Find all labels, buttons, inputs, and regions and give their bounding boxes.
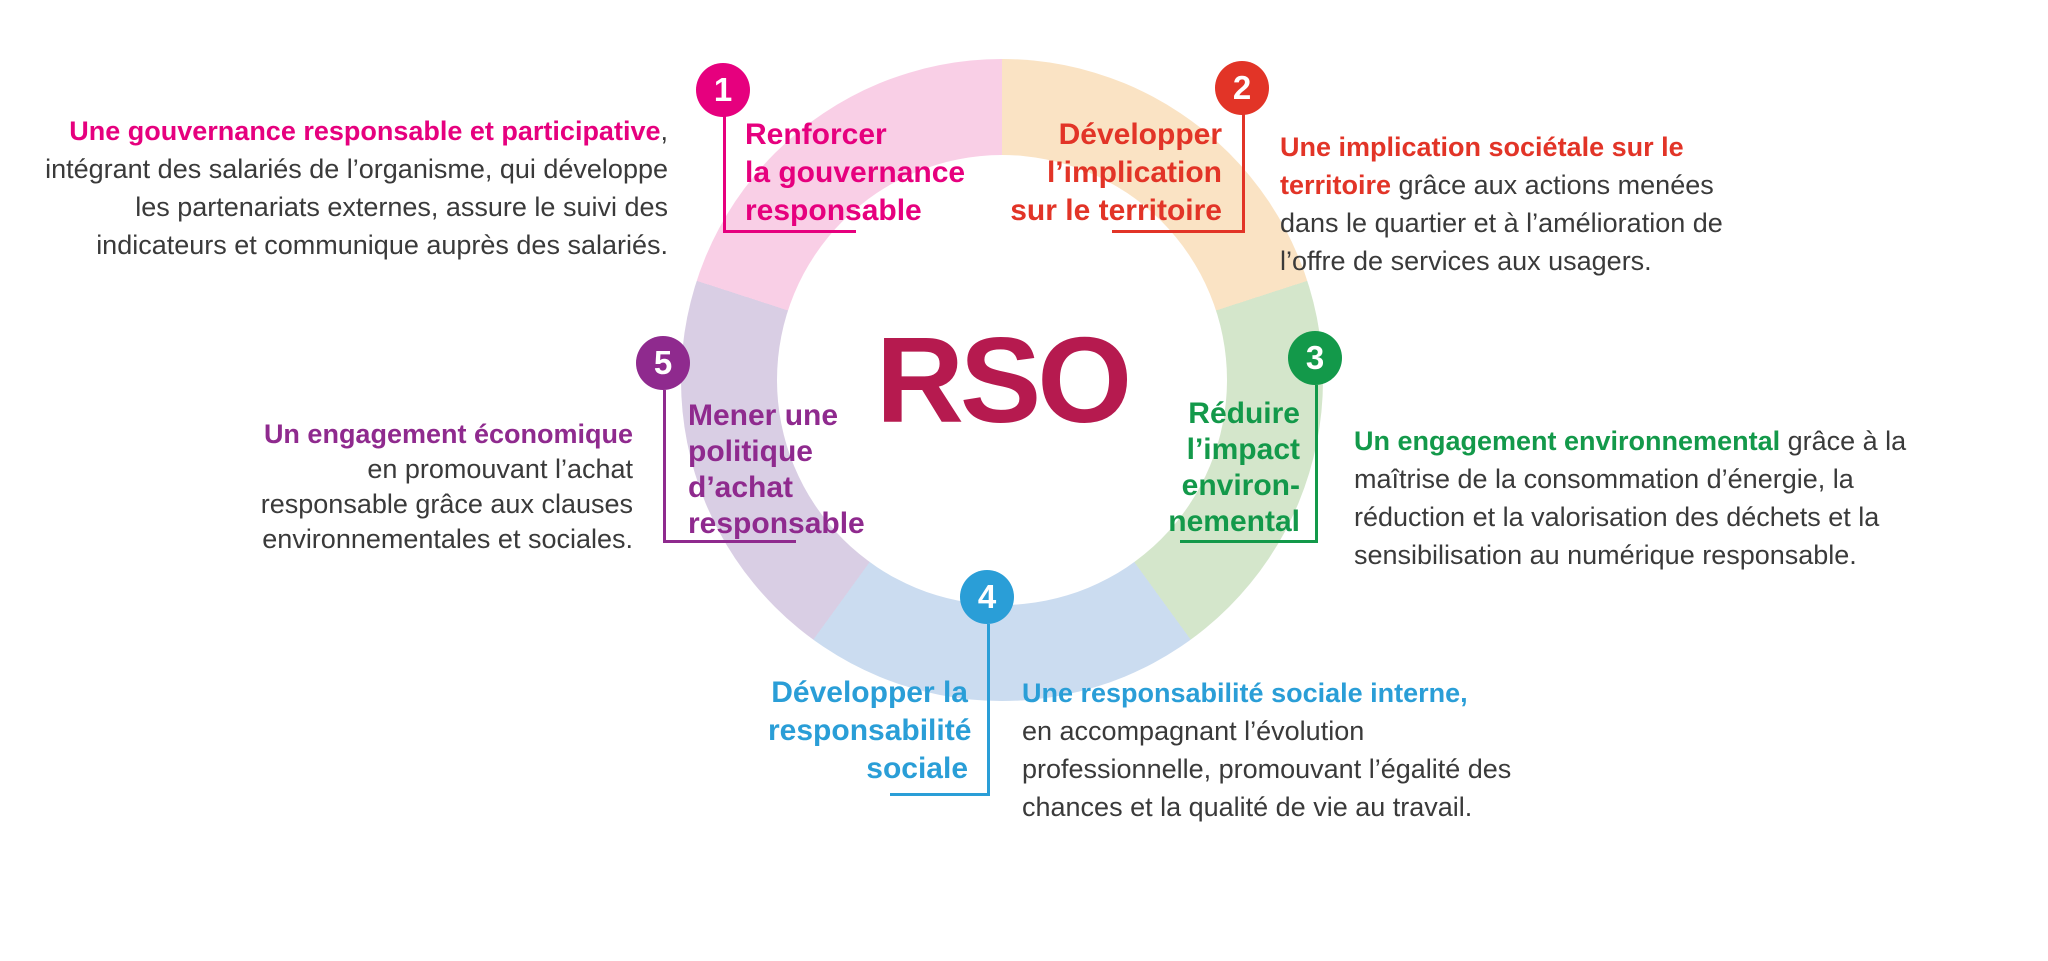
text-line: responsable	[745, 194, 922, 227]
description-2: Une implication sociétale sur le territoi…	[1280, 128, 1840, 280]
connector-line-4	[890, 624, 990, 796]
text-line: en accompagnant l’évolution	[1022, 712, 1582, 750]
body-text: l’offre de services aux usagers.	[1280, 246, 1652, 276]
badge-3: 3	[1288, 331, 1342, 385]
text-line: Réduire	[1188, 397, 1300, 430]
text-line: indicateurs et communique auprès des sal…	[30, 226, 668, 264]
body-text: réduction et la valorisation des déchets…	[1354, 502, 1880, 532]
body-text: maîtrise de la consommation d’énergie, l…	[1354, 464, 1854, 494]
lead-text: Une gouvernance responsable et participa…	[69, 116, 661, 146]
text-line: Une implication sociétale sur le	[1280, 128, 1840, 166]
text-line: les partenariats externes, assure le sui…	[30, 188, 668, 226]
badge-3-number: 3	[1305, 339, 1325, 376]
text-line: l’impact	[1186, 433, 1300, 466]
text-line: sensibilisation au numérique responsable…	[1354, 536, 1934, 574]
text-line: maîtrise de la consommation d’énergie, l…	[1354, 460, 1934, 498]
text-line: politique	[688, 435, 813, 468]
body-text: dans le quartier et à l’amélioration de	[1280, 208, 1723, 238]
text-line: la gouvernance	[745, 156, 966, 189]
text-line: Développer	[1058, 118, 1222, 151]
body-text: professionnelle, promouvant l’égalité de…	[1022, 754, 1512, 784]
description-4: Une responsabilité sociale interne, en ac…	[1022, 674, 1582, 826]
text-line: territoire grâce aux actions menées	[1280, 166, 1840, 204]
text-line: responsable grâce aux clauses	[253, 487, 633, 522]
text-line: intégrant des salariés de l’organisme, q…	[30, 150, 668, 188]
connector-line-5	[663, 390, 796, 543]
text-line: environnementales et sociales.	[253, 522, 633, 557]
text-line: nemental	[1168, 505, 1300, 538]
lead-text: Un engagement environnemental	[1354, 426, 1781, 456]
lead-text: Un engagement économique	[263, 419, 633, 449]
center-title: RSO	[875, 312, 1132, 448]
body-text: sensibilisation au numérique responsable…	[1354, 540, 1857, 570]
connector-line-2	[1112, 113, 1245, 233]
text-line: Une gouvernance responsable et participa…	[30, 112, 668, 150]
text-line: responsable	[688, 507, 865, 540]
description-5: Un engagement économique en promouvant l’…	[253, 417, 633, 557]
badge-5: 5	[636, 336, 690, 390]
text-line: Mener une	[688, 399, 839, 432]
text-line: sur le territoire	[1010, 194, 1222, 227]
segment-label-1: Renforcer la gouvernance responsable	[745, 116, 965, 230]
body-text: en promouvant l’achat	[367, 454, 633, 484]
body-text: grâce aux actions menées	[1391, 170, 1714, 200]
text-line: chances et la qualité de vie au travail.	[1022, 788, 1582, 826]
connector-line-3	[1180, 385, 1318, 543]
text-line: sociale	[866, 752, 968, 785]
body-text: grâce à la	[1780, 426, 1907, 456]
text-line: Un engagement environnemental grâce à la	[1354, 422, 1934, 460]
badge-2: 2	[1215, 61, 1269, 115]
body-text: les partenariats externes, assure le sui…	[135, 192, 668, 222]
segment-label-4: Développer la responsabilité sociale	[768, 674, 972, 788]
body-text: environnementales et sociales.	[262, 524, 633, 554]
text-line: d’achat	[688, 471, 794, 504]
text-line: Renforcer	[745, 118, 887, 151]
body-text: intégrant des salariés de l’organisme, q…	[45, 154, 668, 184]
body-text: indicateurs et communique auprès des sal…	[96, 230, 668, 260]
text-line: Développer la	[771, 676, 968, 709]
segment-label-2: Développer l’implication sur le territoire	[962, 116, 1222, 230]
text-line: professionnelle, promouvant l’égalité de…	[1022, 750, 1582, 788]
badge-5-number: 5	[653, 344, 673, 381]
description-3: Un engagement environnemental grâce à la…	[1354, 422, 1934, 574]
text-line: l’implication	[1046, 156, 1222, 189]
lead-text: Une responsabilité sociale interne,	[1022, 678, 1468, 708]
body-text: chances et la qualité de vie au travail.	[1022, 792, 1473, 822]
description-1: Une gouvernance responsable et participa…	[30, 112, 668, 264]
badge-1-number: 1	[713, 71, 733, 108]
text-line: environ-	[1181, 469, 1300, 502]
lead-text: territoire	[1280, 170, 1392, 200]
body-text: responsable grâce aux clauses	[260, 489, 633, 519]
text-line: responsabilité	[768, 714, 972, 747]
badge-2-number: 2	[1232, 69, 1252, 106]
connector-line-1	[723, 115, 856, 233]
badge-4-number: 4	[977, 578, 997, 615]
badge-1: 1	[696, 63, 750, 117]
text-line: dans le quartier et à l’amélioration de	[1280, 204, 1840, 242]
text-line: en promouvant l’achat	[253, 452, 633, 487]
body-text: ,	[660, 116, 668, 146]
badge-4: 4	[960, 570, 1014, 624]
body-text: en accompagnant l’évolution	[1022, 716, 1365, 746]
text-line: réduction et la valorisation des déchets…	[1354, 498, 1934, 536]
text-line: Un engagement économique	[253, 417, 633, 452]
lead-text: Une implication sociétale sur le	[1280, 132, 1684, 162]
text-line: Une responsabilité sociale interne,	[1022, 674, 1582, 712]
text-line: l’offre de services aux usagers.	[1280, 242, 1840, 280]
